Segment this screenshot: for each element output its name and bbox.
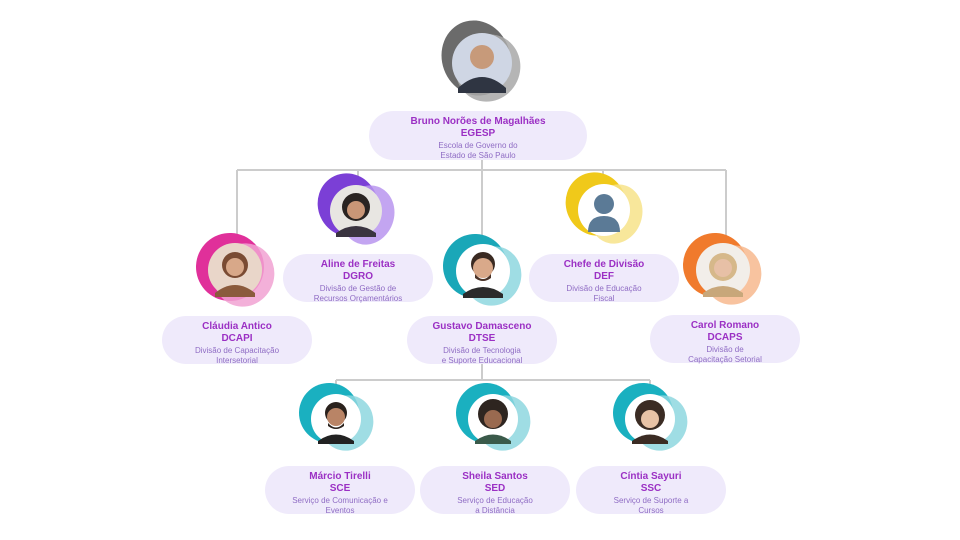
director-name: Bruno Norões de Magalhães <box>410 116 546 127</box>
sed-avatar <box>448 375 538 465</box>
director-avatar <box>436 18 526 108</box>
sce-name: Márcio Tirelli <box>309 471 371 482</box>
def-description: Divisão de Educação Fiscal <box>566 284 642 303</box>
dgro-name: Aline de Freitas <box>320 259 396 270</box>
sce-avatar <box>291 375 381 465</box>
person-silhouette-icon <box>588 194 620 232</box>
dtse-card: Gustavo Damasceno DTSE Divisão de Tecnol… <box>407 316 557 365</box>
sed-description: Serviço de Educação a Distância <box>457 496 533 515</box>
dgro-card: Aline de Freitas DGRO Divisão de Gestão … <box>283 254 433 303</box>
dgro-description: Divisão de Gestão de Recursos Orçamentár… <box>313 284 403 303</box>
dtse-avatar <box>437 226 527 316</box>
sce-card: Márcio Tirelli SCE Serviço de Comunicaçã… <box>265 466 415 515</box>
ssc-code: SSC <box>640 483 662 494</box>
ssc-description: Serviço de Suporte a Cursos <box>613 496 689 515</box>
ssc-avatar <box>605 375 695 465</box>
director-card: Bruno Norões de Magalhães EGESP Escola d… <box>369 111 587 160</box>
dtse-description: Divisão de Tecnologia e Suporte Educacio… <box>441 346 523 365</box>
dcaps-card: Carol Romano DCAPS Divisão de Capacitaçã… <box>650 315 800 364</box>
director-description: Escola de Governo do Estado de São Paulo <box>438 141 518 160</box>
dcaps-avatar <box>677 225 767 315</box>
dtse-code: DTSE <box>468 333 496 344</box>
dcaps-description: Divisão de Capacitação Setorial <box>688 345 762 364</box>
dgro-avatar <box>310 167 400 257</box>
def-avatar <box>558 166 648 256</box>
dcapi-code: DCAPI <box>221 333 253 344</box>
director-code: EGESP <box>460 128 496 139</box>
dcapi-avatar <box>190 225 280 315</box>
def-card: Chefe de Divisão DEF Divisão de Educação… <box>529 254 679 303</box>
dcapi-description: Divisão de Capacitação Intersetorial <box>194 346 280 365</box>
dcaps-name: Carol Romano <box>690 320 760 331</box>
sed-code: SED <box>484 483 506 494</box>
dcaps-code: DCAPS <box>707 332 743 343</box>
def-code: DEF <box>594 271 614 282</box>
sed-card: Sheila Santos SED Serviço de Educação a … <box>420 466 570 515</box>
def-name: Chefe de Divisão <box>563 259 645 270</box>
dcapi-name: Cláudia Antico <box>202 321 272 332</box>
dtse-name: Gustavo Damasceno <box>432 321 532 332</box>
ssc-card: Cíntia Sayuri SSC Serviço de Suporte a C… <box>576 466 726 515</box>
sce-description: Serviço de Comunicação e Eventos <box>292 496 388 515</box>
dcapi-card: Cláudia Antico DCAPI Divisão de Capacita… <box>162 316 312 365</box>
dgro-code: DGRO <box>343 271 373 282</box>
sed-name: Sheila Santos <box>462 471 528 482</box>
ssc-name: Cíntia Sayuri <box>620 471 682 482</box>
sce-code: SCE <box>329 483 351 494</box>
